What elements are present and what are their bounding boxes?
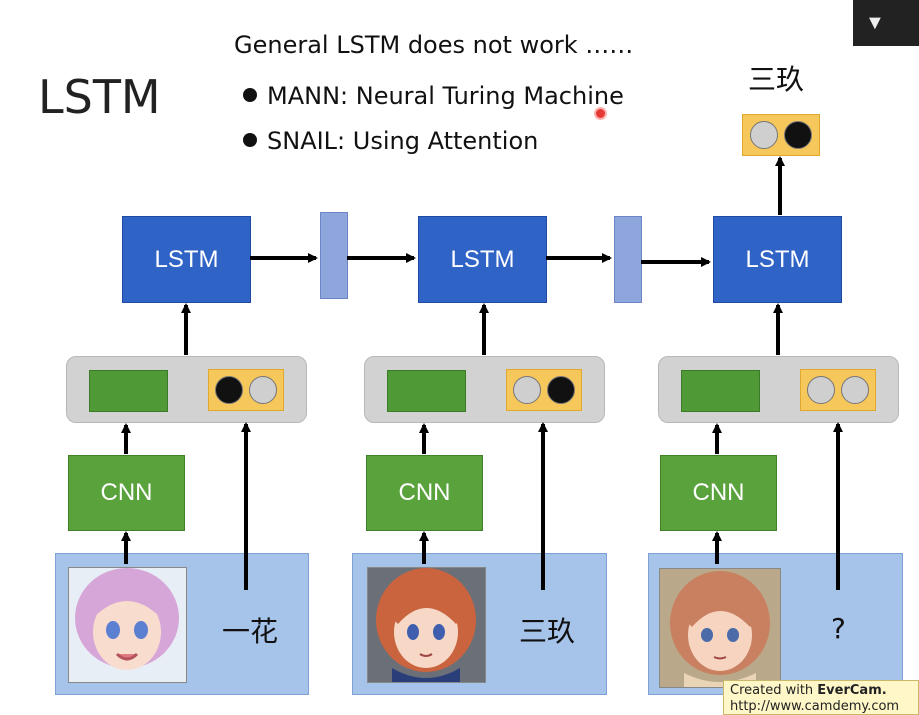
player-menu-button[interactable]: ▼ — [853, 0, 919, 46]
onehot-circle — [547, 376, 575, 404]
evercam-watermark: Created with EverCam. http://www.camdemy… — [723, 680, 919, 715]
feature-vector — [89, 370, 168, 412]
cnn-block-3: CNN — [660, 455, 777, 531]
input-tray-1 — [66, 356, 307, 423]
onehot-circle — [784, 121, 813, 149]
input-tray-3 — [658, 356, 899, 423]
bullet-item-2: SNAIL: Using Attention — [243, 127, 538, 155]
dropdown-arrow-icon: ▼ — [865, 11, 885, 34]
input-label-1: 一花 — [222, 615, 279, 648]
bullet-dot-icon — [243, 88, 257, 102]
input-tray-2 — [364, 356, 605, 423]
watermark-line-1: Created with EverCam. — [730, 683, 887, 698]
bullet-item-1: MANN: Neural Turing Machine — [243, 82, 624, 110]
lstm-block-1: LSTM — [122, 216, 251, 303]
input-panel-1: 一花 — [55, 553, 309, 695]
feature-vector — [387, 370, 466, 412]
output-label: 三玖 — [748, 63, 805, 96]
bullet-dot-icon — [243, 133, 257, 147]
label-onehot — [506, 369, 582, 411]
lstm-block-2: LSTM — [418, 216, 547, 303]
memory-state-1 — [320, 212, 348, 299]
output-onehot — [742, 114, 820, 156]
label-onehot — [800, 369, 876, 411]
lstm-block-3: LSTM — [713, 216, 842, 303]
input-panel-2: 三玖 — [352, 553, 607, 695]
onehot-circle — [841, 376, 869, 404]
slide-note: General LSTM does not work …… — [234, 31, 634, 59]
label-onehot — [208, 369, 284, 411]
memory-state-2 — [614, 216, 642, 303]
input-label-3: ? — [831, 612, 846, 645]
bullet-text-1: MANN: Neural Turing Machine — [267, 82, 624, 110]
character-portrait-image — [68, 567, 187, 683]
cnn-block-2: CNN — [366, 455, 483, 531]
pointer-cursor-icon — [594, 107, 607, 120]
input-label-2: 三玖 — [519, 615, 576, 648]
onehot-circle — [249, 376, 277, 404]
onehot-circle — [215, 376, 243, 404]
slide-title: LSTM — [38, 70, 161, 124]
onehot-circle — [513, 376, 541, 404]
cnn-block-1: CNN — [68, 455, 185, 531]
onehot-circle — [807, 376, 835, 404]
onehot-circle — [749, 121, 778, 149]
character-portrait-image — [367, 567, 486, 683]
bullet-text-2: SNAIL: Using Attention — [267, 127, 539, 155]
feature-vector — [681, 370, 760, 412]
watermark-line-2: http://www.camdemy.com — [730, 699, 900, 714]
